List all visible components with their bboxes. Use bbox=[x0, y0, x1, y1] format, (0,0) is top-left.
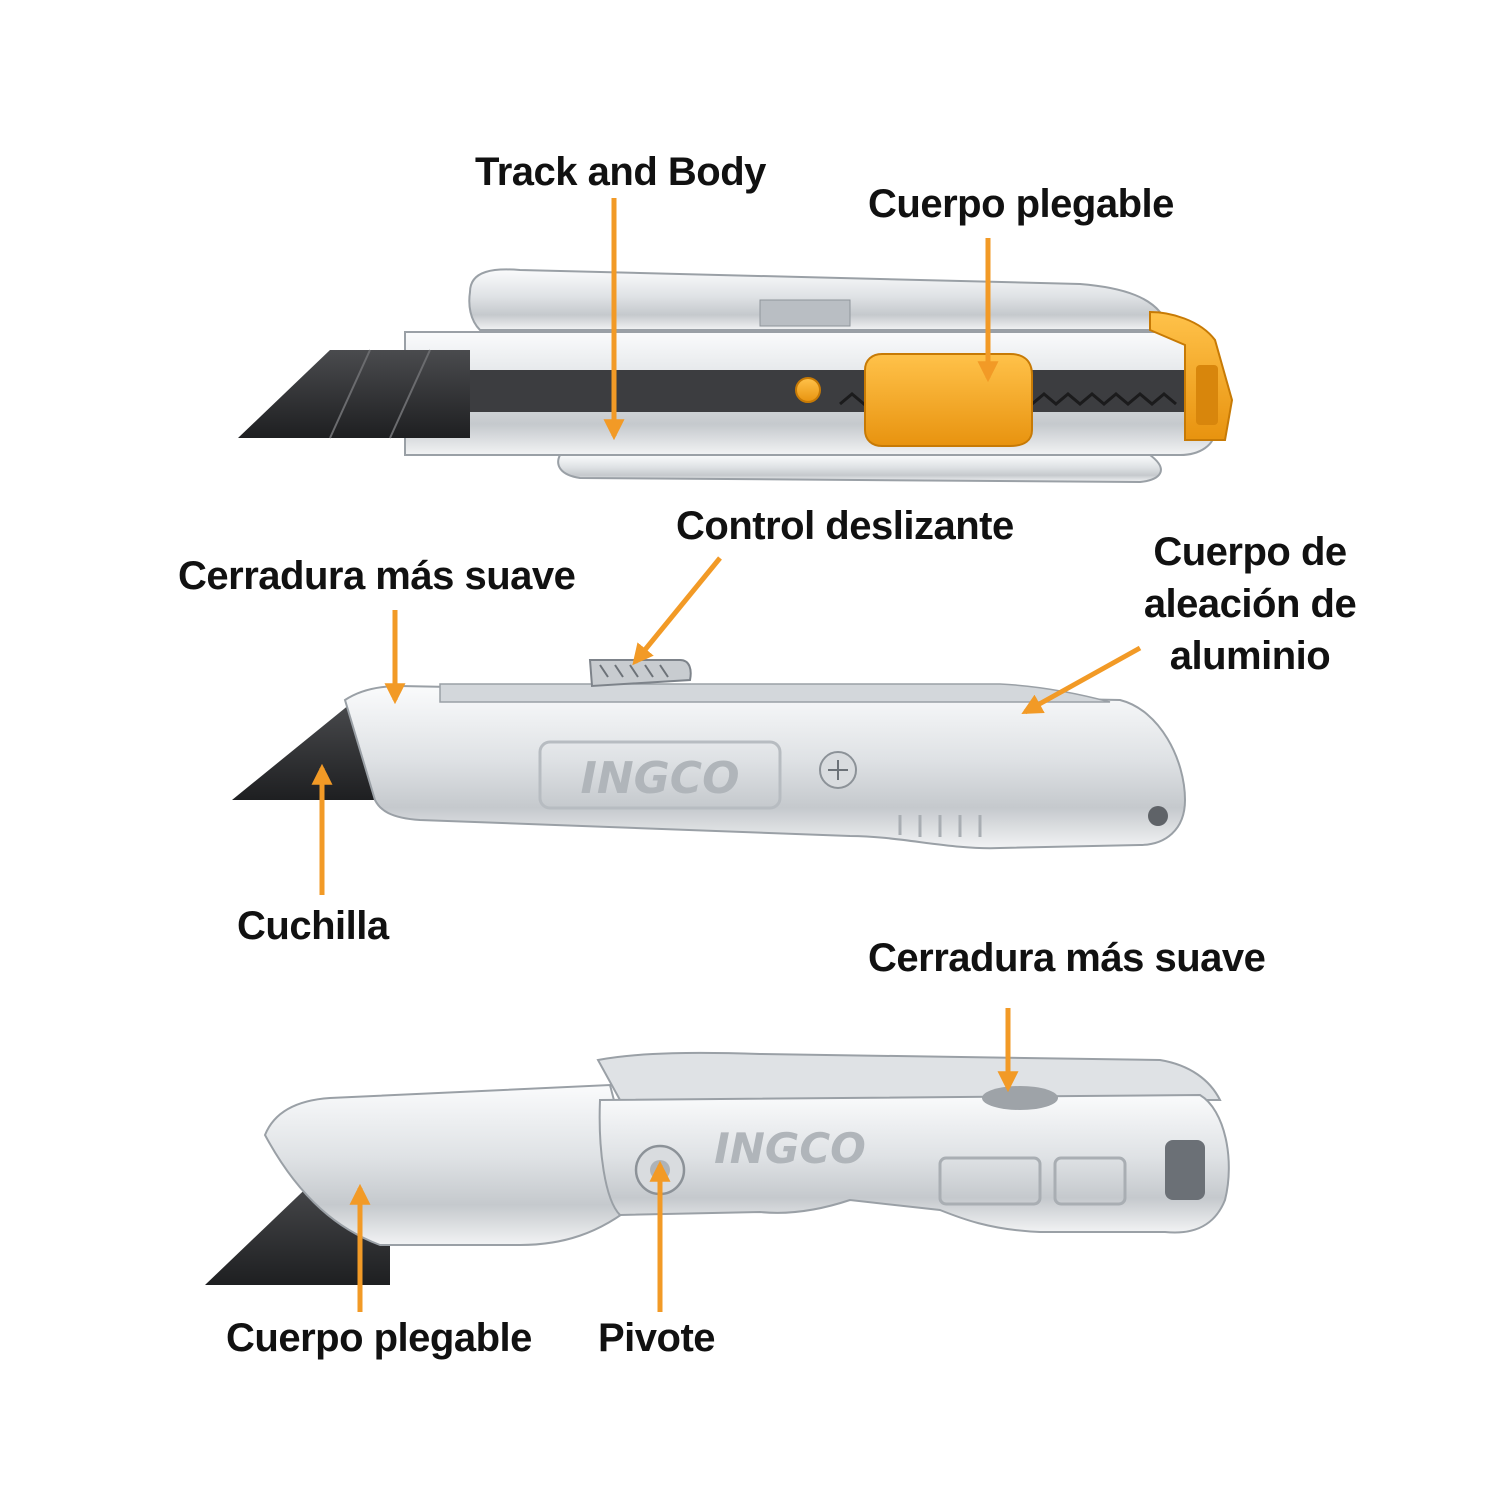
callout-arrow-icon bbox=[311, 198, 1142, 1312]
retractable-utility-knife-icon: INGCO bbox=[232, 659, 1187, 850]
label-cuchilla: Cuchilla bbox=[237, 904, 389, 948]
brand-logo-bottom: INGCO bbox=[714, 1124, 866, 1173]
label-cuerpo-de-aleacion: Cuerpo de aleación de aluminio bbox=[1130, 526, 1370, 682]
label-track-and-body: Track and Body bbox=[475, 150, 766, 194]
label-cuerpo-plegable-bottom: Cuerpo plegable bbox=[226, 1316, 532, 1360]
snap-off-cutter-icon bbox=[238, 268, 1234, 484]
brand-logo-middle: INGCO bbox=[580, 753, 739, 804]
label-cuerpo-plegable-top: Cuerpo plegable bbox=[868, 182, 1174, 226]
arrow-control-deslizante bbox=[632, 556, 722, 666]
label-control-deslizante: Control deslizante bbox=[676, 504, 1014, 548]
label-cuerpo-de-aleacion-line-1: Cuerpo de bbox=[1153, 530, 1347, 574]
folding-utility-knife-icon: INGCO bbox=[205, 1051, 1230, 1285]
label-cerradura-mas-suave-bottom: Cerradura más suave bbox=[868, 936, 1266, 980]
label-pivote: Pivote bbox=[598, 1316, 716, 1360]
label-cuerpo-de-aleacion-line-2: aleación de bbox=[1143, 582, 1357, 626]
arrow-cuerpo-aleacion bbox=[1021, 645, 1142, 715]
label-cerradura-mas-suave-mid: Cerradura más suave bbox=[178, 554, 576, 598]
label-cuerpo-de-aleacion-line-3: aluminio bbox=[1169, 634, 1331, 678]
